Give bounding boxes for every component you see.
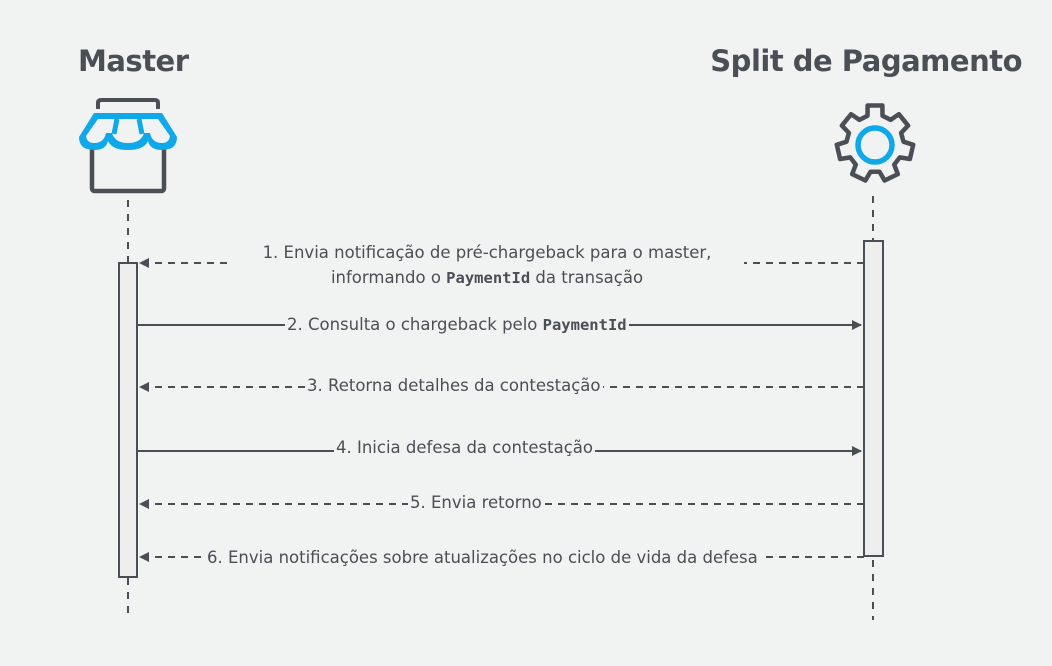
message-label-3: 3. Retorna detalhes da contestação [305,375,603,397]
actor-title-master: Master [78,44,189,78]
payment-id-code: PaymentId [446,269,531,287]
activation-bar-split [863,240,884,557]
message-label-2: 2. Consulta o chargeback pelo PaymentId [285,314,629,336]
store-icon [79,98,177,194]
message-label-5: 5. Envia retorno [408,492,544,514]
message-1-line-2: informando o PaymentId da transação [232,265,742,291]
message-2-prefix: 2. Consulta o chargeback pelo [287,315,543,334]
message-label-6: 6. Envia notificações sobre atualizações… [205,547,760,569]
message-1-line-1: 1. Envia notificação de pré-chargeback p… [262,243,712,262]
message-1-line-2-suffix: da transação [530,268,644,287]
actor-title-split: Split de Pagamento [710,44,1022,78]
activation-bar-master [118,262,138,578]
message-label-4: 4. Inicia defesa da contestação [334,437,595,459]
message-1-line-2-prefix: informando o [330,268,447,287]
payment-id-code: PaymentId [542,316,627,334]
gear-icon [834,103,916,183]
message-label-1: 1. Envia notificação de pré-chargeback p… [230,240,744,291]
